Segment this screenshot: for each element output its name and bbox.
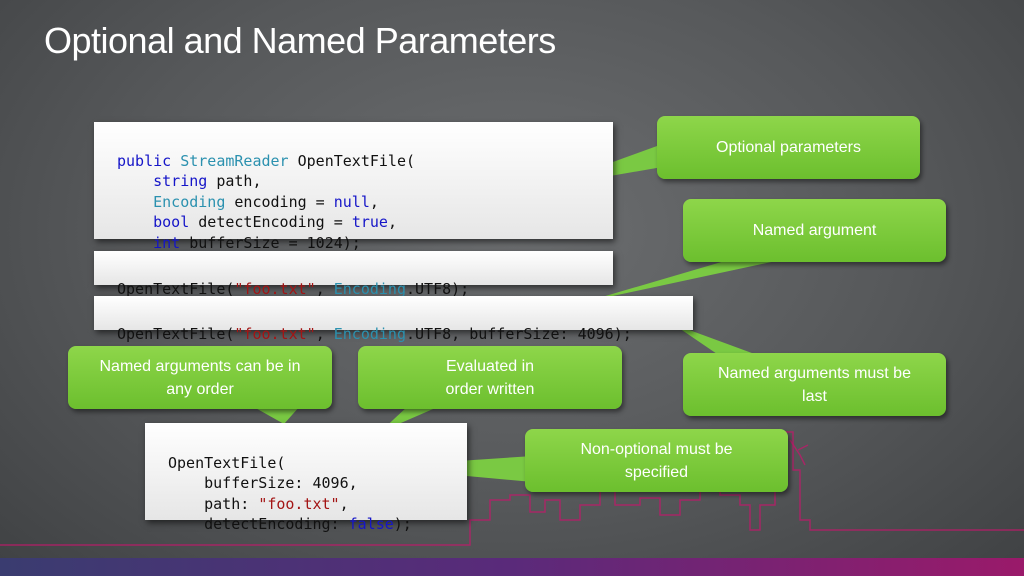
pointer-named-argument xyxy=(585,258,790,302)
callout-optional-parameters: Optional parameters xyxy=(657,116,920,179)
code-call-positional: OpenTextFile("foo.txt", Encoding.UTF8); xyxy=(94,251,613,298)
code-line: int bufferSize = 1024); xyxy=(153,233,361,252)
code-line: OpenTextFile("foo.txt", Encoding.UTF8); xyxy=(117,279,470,298)
code-line: OpenTextFile( xyxy=(168,453,286,472)
code-line: OpenTextFile("foo.txt", Encoding.UTF8, b… xyxy=(117,324,632,343)
pointer-must-be-last xyxy=(673,324,760,356)
callout-must-be-last: Named arguments must be last xyxy=(683,353,946,416)
code-line: detectEncoding: false); xyxy=(204,515,412,533)
code-line: string path, xyxy=(153,172,262,190)
callout-any-order: Named arguments can be in any order xyxy=(68,346,332,409)
callout-non-optional: Non-optional must be specified xyxy=(525,429,788,492)
pointer-any-order xyxy=(252,406,300,424)
callout-named-argument: Named argument xyxy=(683,199,946,262)
code-call-named: OpenTextFile("foo.txt", Encoding.UTF8, b… xyxy=(94,296,693,343)
footer-bar xyxy=(0,558,1024,576)
code-line: bool detectEncoding = true, xyxy=(153,213,397,231)
code-declaration: public StreamReader OpenTextFile( string… xyxy=(94,122,613,252)
callout-evaluated-in-order: Evaluated in order written xyxy=(358,346,622,409)
code-line: public StreamReader OpenTextFile( xyxy=(117,151,416,170)
code-line: Encoding encoding = null, xyxy=(153,192,379,211)
slide-title: Optional and Named Parameters xyxy=(44,20,556,61)
code-line: path: "foo.txt", xyxy=(204,494,349,513)
code-line: bufferSize: 4096, xyxy=(204,474,358,492)
code-call-reordered: OpenTextFile( bufferSize: 4096, path: "f… xyxy=(145,423,467,533)
